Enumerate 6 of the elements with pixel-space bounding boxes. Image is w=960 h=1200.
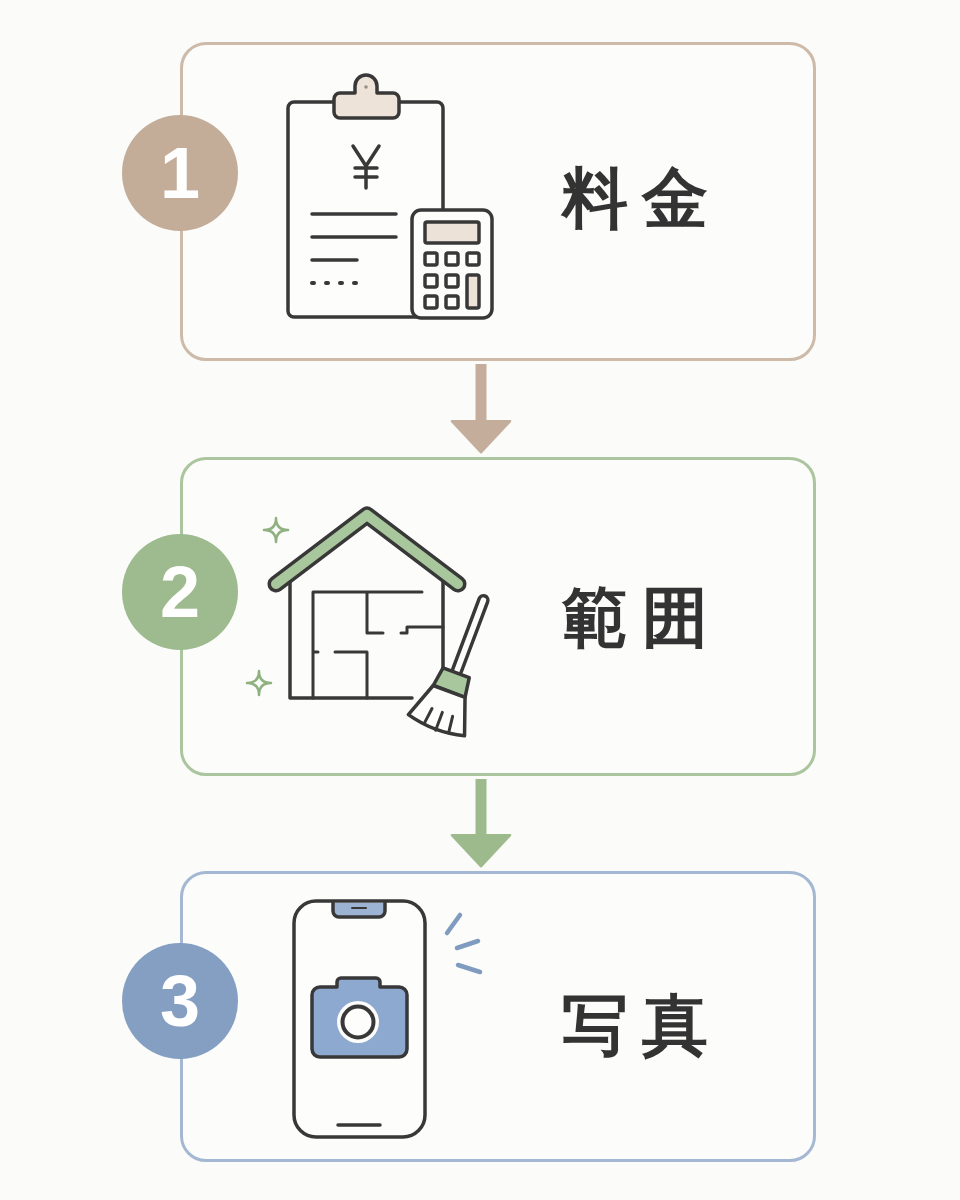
number-circle: 1 [122,115,238,231]
number-circle: 2 [122,534,238,650]
step-label: 写真 [561,987,723,1064]
step-label: 範囲 [561,579,723,656]
number-circle: 3 [122,943,238,1059]
step-label: 料金 [560,160,723,237]
